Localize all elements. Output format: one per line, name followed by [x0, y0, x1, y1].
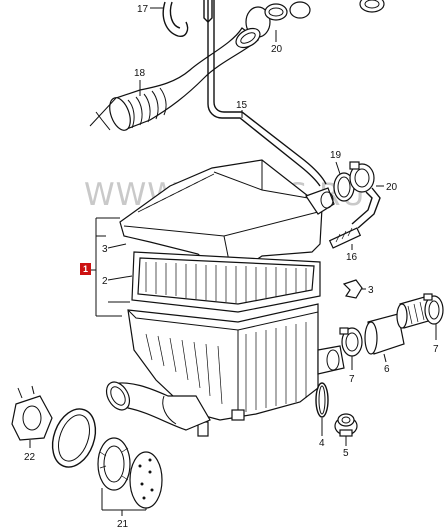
callout-19: 19	[330, 150, 342, 161]
breather-pipe-part-15	[207, 0, 327, 187]
callout-labels: 17 20 18 15 19 20 3 2 16 3 7 6 7 4 5 22 …	[24, 4, 439, 528]
filter-pleats	[145, 262, 307, 303]
assembly-badge-bg	[80, 263, 91, 275]
callout-2: 2	[102, 276, 108, 287]
lower-housing	[127, 303, 345, 437]
filter-element-part-2	[131, 251, 321, 313]
callout-21: 21	[117, 519, 129, 528]
flange-part-21	[97, 437, 131, 491]
hose-part-16	[328, 187, 381, 249]
callout-20-top: 20	[271, 44, 283, 55]
callout-3-left: 3	[102, 244, 108, 255]
clamp-part-7-right	[423, 293, 444, 325]
assembly-badge-label: 1	[83, 264, 88, 274]
callout-20-right: 20	[386, 182, 398, 193]
clamp-part-7-left	[339, 327, 363, 357]
callout-6: 6	[384, 364, 390, 375]
ring-part-21	[51, 408, 97, 468]
callout-3-right: 3	[368, 285, 374, 296]
lower-intake-duct	[105, 381, 211, 431]
duct-bellows	[109, 87, 167, 131]
callout-4: 4	[319, 438, 325, 449]
cover-ribs	[137, 173, 215, 213]
callout-22: 22	[24, 452, 36, 463]
callout-7-right: 7	[433, 344, 439, 355]
callout-18: 18	[134, 68, 146, 79]
clamp-part-top-right	[289, 0, 385, 19]
seal-ring-part-4	[315, 382, 329, 418]
grommet-part-5	[334, 413, 358, 437]
housing-ribs	[145, 322, 307, 412]
assembly-badge-1[interactable]: 1	[80, 263, 91, 275]
callout-16: 16	[346, 252, 358, 263]
leader-lines	[29, 7, 437, 516]
bracket-part-22	[11, 385, 53, 441]
clip-part-3-right	[342, 279, 363, 299]
housing-cover-part-3	[119, 159, 335, 277]
clamp-part-20-right	[349, 161, 375, 193]
callout-7-left: 7	[349, 374, 355, 385]
callout-15: 15	[236, 100, 248, 111]
gasket-part-21	[129, 451, 163, 509]
callout-17: 17	[137, 4, 149, 15]
callout-5: 5	[343, 448, 349, 459]
hose-part-17	[150, 1, 189, 37]
intake-duct-part-18	[89, 27, 261, 131]
sleeve-part-6	[364, 295, 433, 355]
